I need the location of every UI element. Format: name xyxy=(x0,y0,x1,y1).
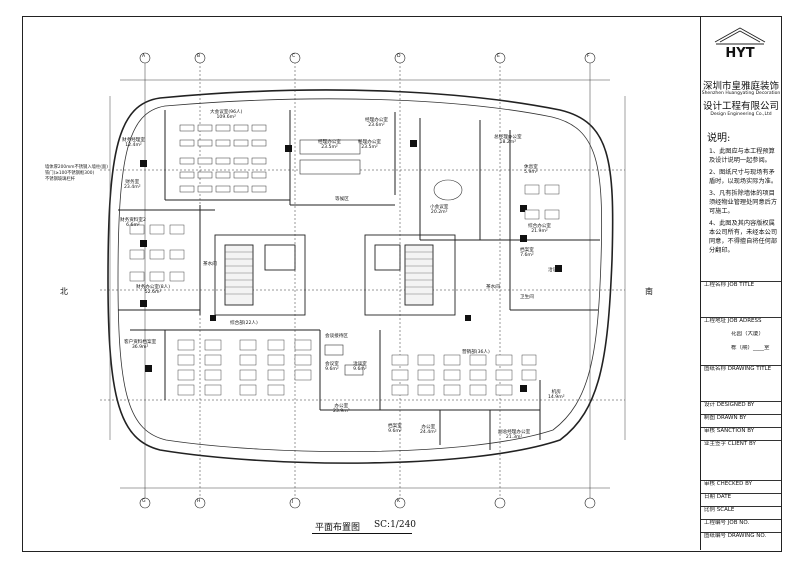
plan-scale: SC:1/240 xyxy=(374,520,417,530)
grid-label: G xyxy=(142,499,146,504)
company-name-en-2: Design Engineering Co.,Ltd xyxy=(710,112,772,117)
room-label-office-b: 办公室 24.4m² xyxy=(420,425,437,436)
room-label-finance-office: 财务办公室(8人) 52.6m² xyxy=(136,285,171,296)
room-label-archive-2: 档案室 9.6m² xyxy=(388,424,402,435)
company-name-cn: 深圳市皇雅庭装饰 xyxy=(702,81,779,92)
tb-designed-by: 设计 DESIGNED BY xyxy=(701,401,781,414)
north-label: 北 xyxy=(60,287,68,296)
workstations xyxy=(129,184,560,396)
grid-label: E xyxy=(497,54,500,59)
room-label-finance-mgr: 财务经理室 12.4m² xyxy=(122,138,145,149)
tb-garden: 花园（大厦） xyxy=(731,331,765,337)
room-label-lounge: 休息室 5.9m² xyxy=(524,165,538,176)
tb-drawing-title: 图纸名称 DRAWING TITLE xyxy=(701,365,781,401)
meeting-table xyxy=(299,139,463,376)
room-label-gm-office: 经理办公室 23.5m² xyxy=(318,140,341,151)
building-outline-inner xyxy=(117,98,603,453)
grid-label: H xyxy=(197,499,201,504)
room-label-office-a: 办公室 23.9m² xyxy=(333,404,350,415)
room-label-general-office: 综合办公室 21.9m² xyxy=(528,224,551,235)
notes-title: 说明: xyxy=(707,133,731,144)
grid-label: D xyxy=(397,54,401,59)
room-label-finance: 财务室 23.4m² xyxy=(124,180,141,191)
grid-label: F xyxy=(587,54,590,59)
note-item: 1、此图应与本工程预算及设计说明一起参阅。 xyxy=(709,148,775,164)
room-label-open-office: 综合部(22人) xyxy=(230,321,258,326)
room-label-president: 总经理办公室 18.2m² xyxy=(494,135,522,146)
notes-list: 1、此图应与本工程预算及设计说明一起参阅。 2、图纸尺寸与现场有矛盾时，以现场实… xyxy=(709,148,779,259)
room-label-archive: 档案室 7.6m² xyxy=(520,248,534,259)
room-label-restroom: 卫生间 xyxy=(520,295,534,300)
south-label: 南 xyxy=(645,287,653,296)
grid-label: J xyxy=(292,499,294,504)
room-label-open-office-2: 营销部(36人) xyxy=(462,350,490,355)
note-item: 3、凡有拆除墙体的项目须经物业管理处同意后方可施工。 xyxy=(709,189,778,215)
tb-drawing-no: 图纸编号 DRAWING NO. xyxy=(701,532,781,550)
room-label-office-c: 副总经理办公室 21.3m² xyxy=(498,430,531,441)
tb-sanction: 审核 SANCTION BY xyxy=(701,427,781,440)
tb-job-title: 工程名称 JOB TITLE xyxy=(701,281,781,317)
room-label-server: 机房 14.9m² xyxy=(548,390,565,401)
room-label-water: 茶水间 xyxy=(486,285,500,290)
drawing-frame xyxy=(22,16,782,552)
note-item: 2、图纸尺寸与现场有矛盾时，以现场实际为准。 xyxy=(709,168,778,185)
title-block: 深圳市皇雅庭装饰 Shenzhen Huangyating Decoration… xyxy=(700,16,781,550)
room-label-conference: 大会议室(96人) 109.6m² xyxy=(210,110,243,121)
room-label-finance-archive: 财务资料室2 6.6m² xyxy=(120,218,146,229)
conference-seating xyxy=(179,124,267,193)
tb-client: 业主签字 CLIENT BY xyxy=(701,440,781,480)
note-item: 4、此图及其内容版权属本公司所有，未经本公司同意，不得擅自将任何部分翻印。 xyxy=(709,219,778,254)
grid-bubbles xyxy=(139,52,596,509)
room-label-client-archive: 客户资料档案室 36.9m² xyxy=(124,340,157,351)
tb-scale: 比例 SCALE xyxy=(701,506,781,519)
building-core xyxy=(214,234,456,316)
room-label-tea-room: 茶水间 xyxy=(203,262,217,267)
company-name-cn-2: 设计工程有限公司 xyxy=(702,101,779,112)
room-label-small-meeting: 小会议室 20.2m² xyxy=(430,205,449,216)
tb-drawn-by: 制图 DRAWN BY xyxy=(701,414,781,427)
company-logo xyxy=(714,27,766,45)
room-label-gm-office-2: 经理办公室 23.5m² xyxy=(358,140,381,151)
stair-treads xyxy=(225,251,433,295)
tb-job-no: 工程编号 JOB NO. xyxy=(701,519,781,532)
tb-job-address: 工程地址 JOB ADRESS xyxy=(701,317,781,331)
plan-title: 平面布置图 xyxy=(315,523,361,533)
room-label-reception: 等候区 xyxy=(335,197,349,202)
room-label-meeting-small-2: 洽谈室 9.6m² xyxy=(353,362,367,373)
company-name-en: Shenzhen Huangyating Decoration xyxy=(701,91,781,96)
grid-label: K xyxy=(397,499,401,504)
room-label-reception-center: 会谈接待区 xyxy=(325,334,348,339)
room-label-meeting-small: 会议室 9.6m² xyxy=(325,362,339,373)
tb-checked: 审核 CHECKED BY xyxy=(701,480,781,493)
side-note: 墙体厚200mm不锈钢入墙柱(面) 铁门(≥100不锈钢框300) 不锈钢玻璃栏… xyxy=(45,165,108,182)
grid-label: A xyxy=(142,54,146,59)
grid-axes xyxy=(100,58,625,500)
logo-text: HYT xyxy=(725,46,754,61)
grid-label: C xyxy=(292,54,296,59)
columns xyxy=(140,140,562,392)
tb-unit: 栋（期）____室 xyxy=(731,345,770,351)
grid-label: B xyxy=(197,54,201,59)
dimension-lines xyxy=(109,79,626,489)
room-label-meeting-mid: 洽谈室 xyxy=(548,268,562,273)
plan-title-underline xyxy=(312,533,412,534)
building-outline xyxy=(107,89,614,464)
room-label-gm-office-3: 经理办公室 23.6m² xyxy=(365,118,388,129)
tb-date: 日期 DATE xyxy=(701,493,781,506)
